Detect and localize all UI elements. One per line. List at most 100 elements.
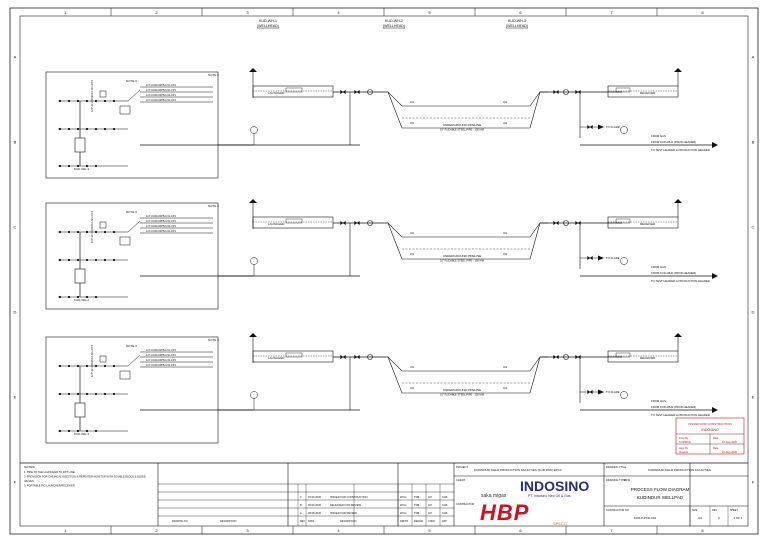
panel-note: NOTE 3 xyxy=(208,338,219,342)
feed-node xyxy=(67,295,71,299)
branch-tag: 1/4"-K040-00P52-N3-CP1 xyxy=(146,358,176,362)
riser-tag: 1/4"-W-200/300-I-N1-CP1 xyxy=(90,211,94,243)
ug-tag: UG xyxy=(503,231,507,235)
feed-node xyxy=(112,230,116,234)
panel-note: NOTE 3 xyxy=(208,204,219,208)
output-note: TO TEST HEADER & PRODUCTION HEADER xyxy=(651,279,710,283)
stamp-by-label: Prep By xyxy=(679,436,689,440)
feed-node xyxy=(58,164,62,168)
row-marker: F xyxy=(752,480,755,485)
feed-node xyxy=(67,230,71,234)
rev-app: LM xyxy=(428,495,432,499)
stamp-title: ISSUED FOR CONSTRUCTION xyxy=(688,422,731,426)
feed-node xyxy=(58,295,62,299)
notes-item: 3. PORTABLE PIG LAUNCHER/RECEIVER. xyxy=(24,484,76,488)
feed-node xyxy=(76,99,80,103)
wellhead-box xyxy=(45,336,219,444)
receiver-check-valve xyxy=(563,220,569,226)
rev-by: WCG xyxy=(400,495,406,499)
row-marker: E xyxy=(752,395,755,400)
rev-letter: B xyxy=(300,503,302,507)
stamp-date-value: 15-Sep-2020 xyxy=(722,450,738,454)
feed-node xyxy=(76,258,80,262)
indosino-logo: INDOSINO xyxy=(520,478,590,494)
launcher-note-box xyxy=(285,218,303,224)
branch-tag: 1/4"-K040-00P52-N2-CP1 xyxy=(146,219,176,223)
feed-node xyxy=(112,127,116,131)
tap-label: FROM GAS xyxy=(651,134,666,138)
control-box xyxy=(119,105,131,115)
feed-node xyxy=(67,164,71,168)
output-line-label: FROM KUD-WH2 (PROD.HEADER) xyxy=(651,271,696,275)
branch-tag: 1/4"-K040-00P52-N3-CP1 xyxy=(146,224,176,228)
rev-header: REV xyxy=(300,520,305,523)
flare-label: TO FLARE xyxy=(606,125,620,129)
ug-tag: UG xyxy=(410,252,414,256)
branch-tag: 1/4"-K040-00P52-N1-CP1 xyxy=(146,348,176,352)
feed-node xyxy=(58,429,62,433)
drawing-title-label: DRAWING TITLE xyxy=(606,465,626,469)
flare-valve xyxy=(587,389,593,395)
col-marker: 8 xyxy=(701,528,704,533)
branch-tag: 1/4"-K040-00P52-N1-CP1 xyxy=(146,83,176,87)
feed-node xyxy=(85,258,89,262)
flare-arrow xyxy=(598,389,604,395)
output-arrow xyxy=(712,407,718,413)
wellhead-name: KUD-WH-3 xyxy=(508,19,526,23)
feed-node xyxy=(85,164,89,168)
panel-note: NOTE 3 xyxy=(208,73,219,77)
stamp-company: INDOSINO xyxy=(701,428,719,432)
stamp-appr-value: Ibnasrik xyxy=(679,450,689,454)
rev-app: LM xyxy=(428,503,432,507)
output-note: TO TEST HEADER & PRODUCTION HEADER xyxy=(651,148,710,152)
feed-node xyxy=(103,230,107,234)
row-marker: C xyxy=(14,225,17,230)
branch-tag: 1/4"-K040-00P52-N1-CP1 xyxy=(146,214,176,218)
rev-description: ISSUED FOR REVIEW xyxy=(330,511,357,515)
col-marker: 2 xyxy=(155,528,158,533)
rev-chk: TDB xyxy=(414,503,419,507)
feed-node xyxy=(67,99,71,103)
ug-tag: UG xyxy=(410,100,414,104)
instrument-bubble xyxy=(250,126,258,134)
rev-date: 06.09.2020 xyxy=(308,503,322,507)
wellhead-sub: (WELLHEAD) xyxy=(383,24,405,28)
row-marker: A xyxy=(14,55,17,60)
drawing-title-value: KUDINDUR FIELD PRODUCTION FACILITIES xyxy=(648,468,711,472)
size-label: SIZE xyxy=(692,509,698,512)
col-marker: 2 xyxy=(155,10,158,15)
rev-by: WCG xyxy=(400,503,406,507)
instrument-box xyxy=(99,355,107,363)
pipeline-label: UNDERGROUND PIPELINE xyxy=(443,254,481,258)
rev-date: 15.09.2020 xyxy=(308,495,322,499)
feed-node xyxy=(58,392,62,396)
receiver-label: RECEIVER xyxy=(640,356,656,360)
launcher-label: LAUNCHER xyxy=(268,356,285,360)
feed-node xyxy=(94,392,98,396)
hbp-logo: HBP xyxy=(480,500,530,525)
stamp-date-label: Date xyxy=(713,446,719,450)
receiver-vessel xyxy=(607,85,679,98)
instrument-bubble xyxy=(620,391,628,399)
rev-header: DATE xyxy=(308,520,315,523)
rev-cl: CAB xyxy=(442,511,448,515)
wellhead-tree xyxy=(74,268,86,284)
feed-node xyxy=(76,127,80,131)
pipeline-label: UNDERGROUND PIPELINE xyxy=(443,123,481,127)
control-box xyxy=(119,236,131,246)
launcher-valve xyxy=(354,220,360,226)
feed-node xyxy=(76,295,80,299)
receiver-valve xyxy=(553,89,559,95)
launcher-vessel xyxy=(252,85,334,98)
drawing-type-label: DRAWING TYPE xyxy=(606,478,626,482)
branch-tag: 1/4"-K040-00P52-N4-CP1 xyxy=(146,363,176,367)
branch-tag: 1/4"-K040-00P52-N2-CP1 xyxy=(146,353,176,357)
row-marker: E xyxy=(14,395,17,400)
rev-by: WCG xyxy=(400,511,406,515)
feed-node xyxy=(58,258,62,262)
feed-node xyxy=(103,364,107,368)
col-marker: 4 xyxy=(337,10,340,15)
launcher-cap xyxy=(249,68,257,72)
receiver-note-box xyxy=(615,218,631,224)
feed-node xyxy=(103,127,107,131)
